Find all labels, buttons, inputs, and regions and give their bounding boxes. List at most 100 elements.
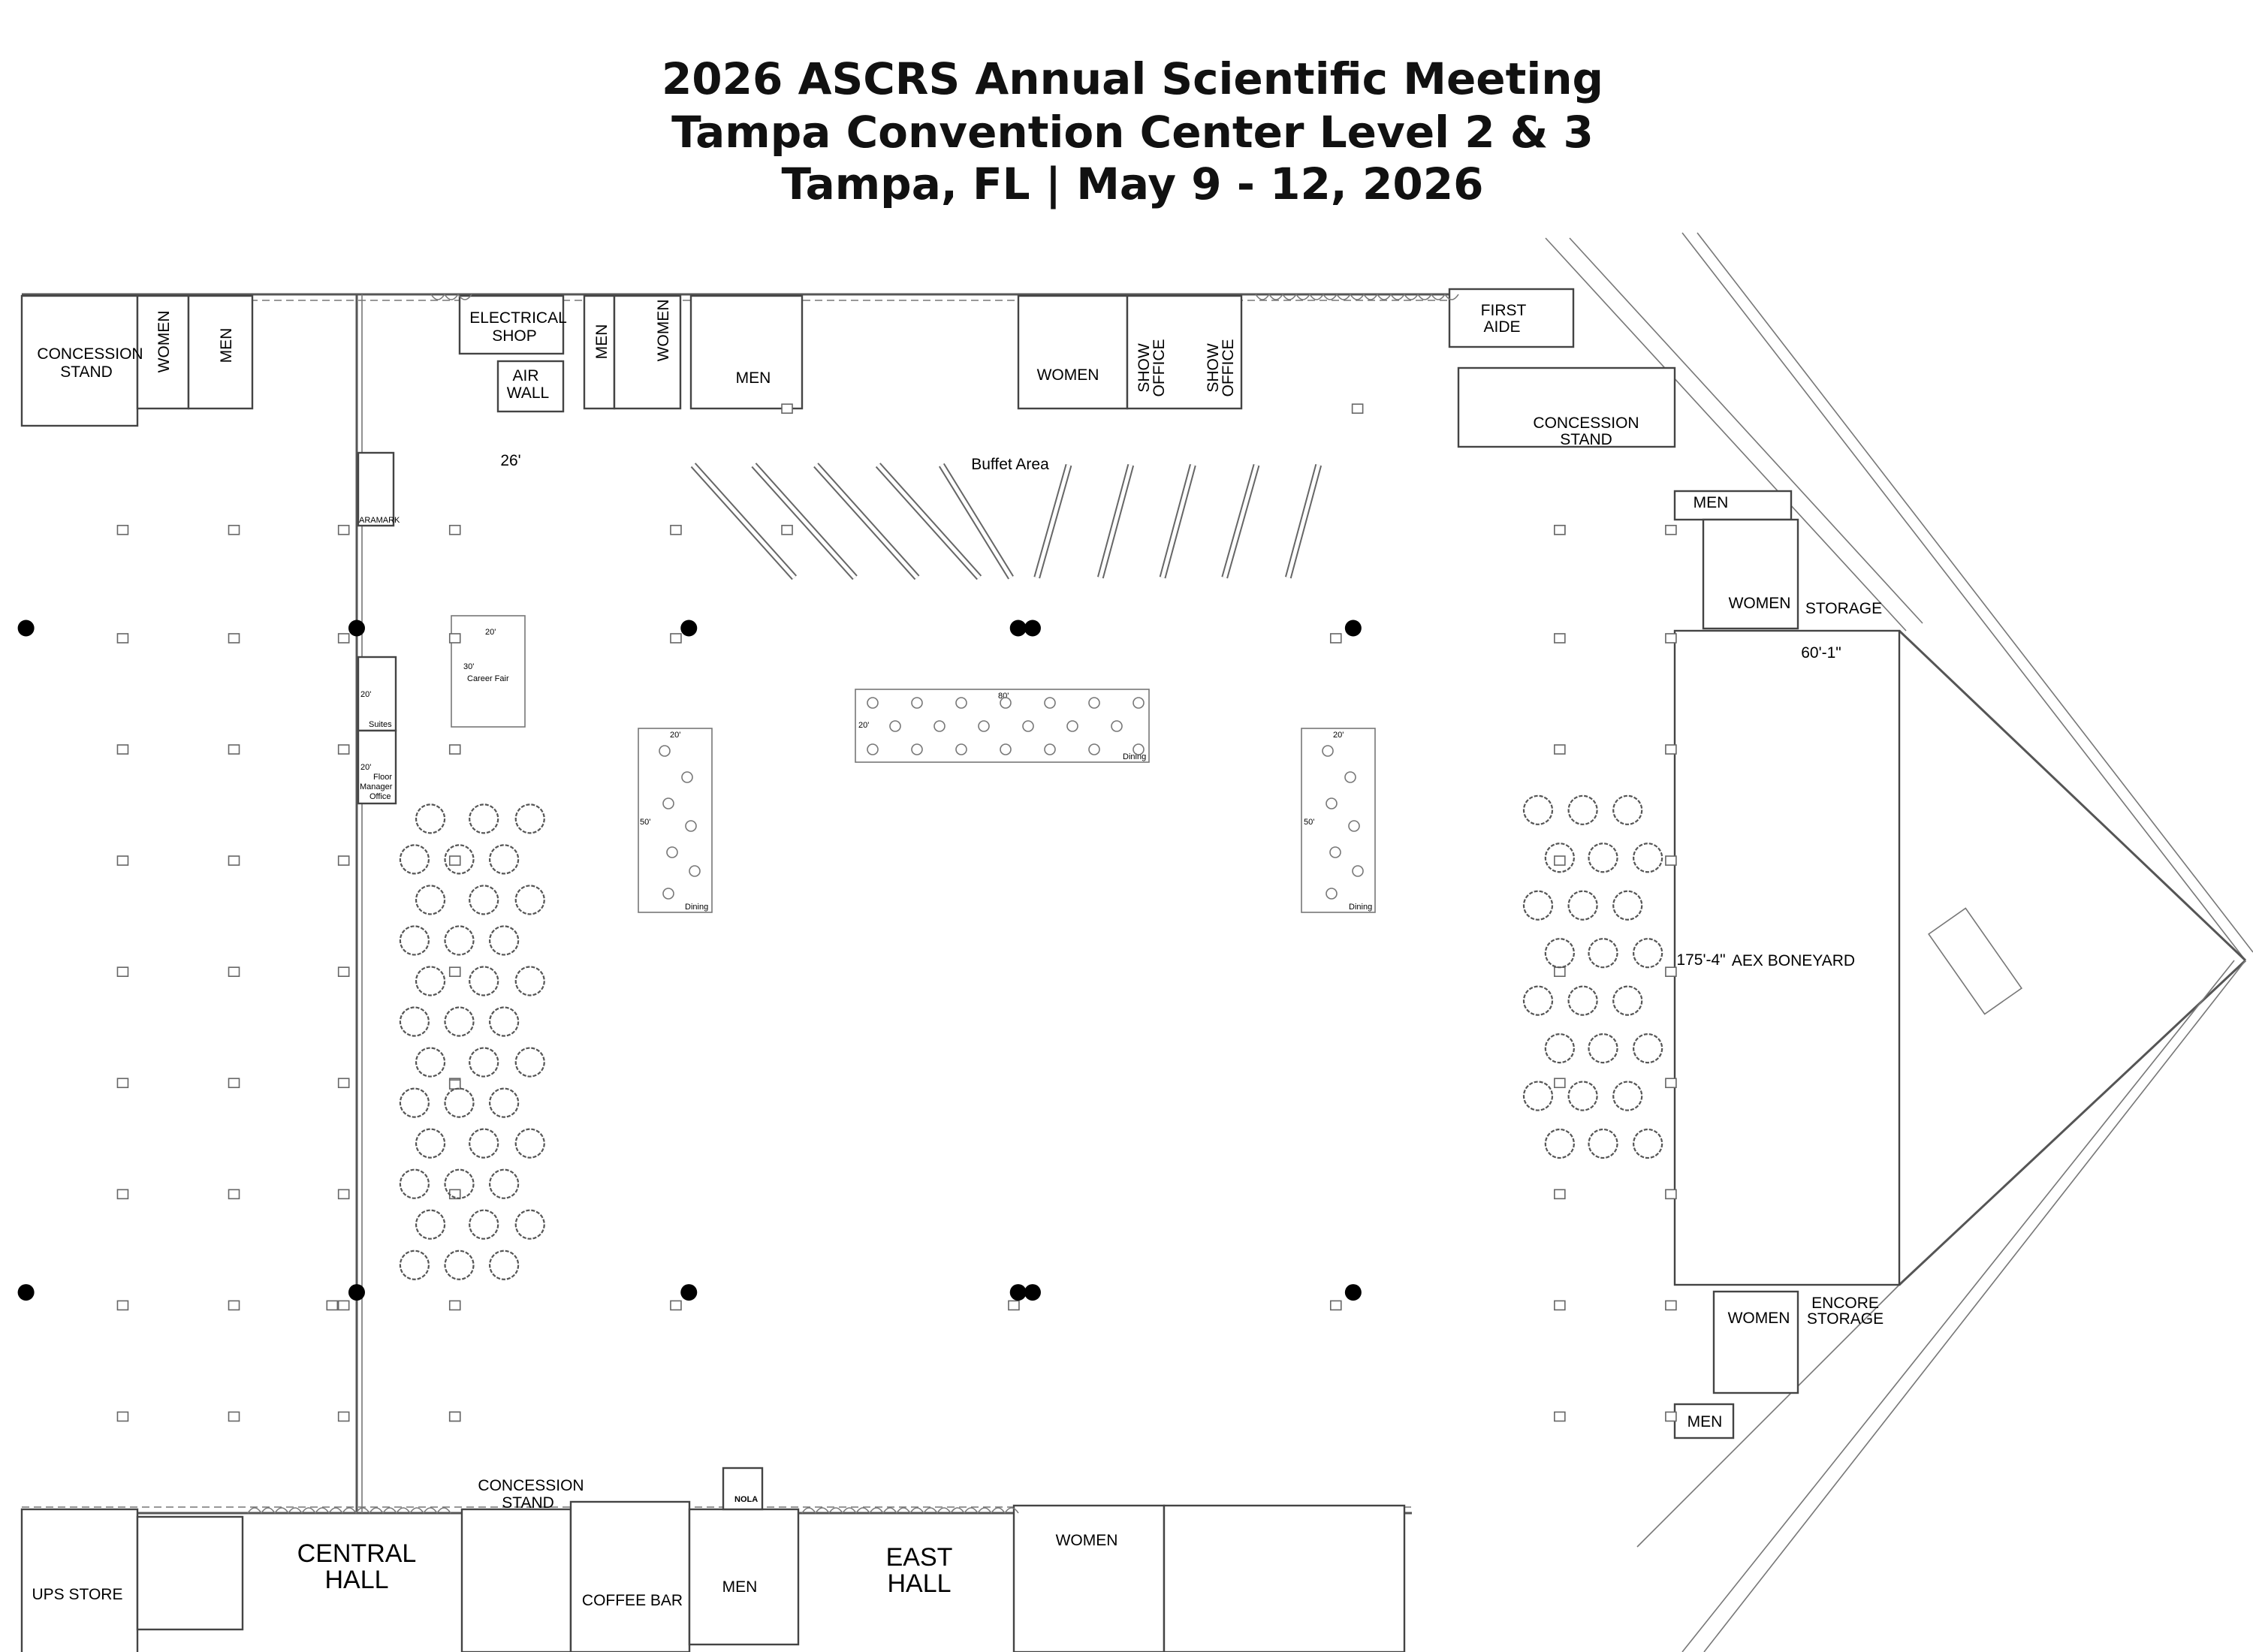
building-column <box>337 1300 350 1311</box>
window-mullion <box>301 1507 316 1514</box>
dining-table <box>689 865 701 877</box>
men-bottom-label: MEN <box>722 1578 758 1596</box>
title-line-1: 2026 ASCRS Annual Scientific Meeting <box>662 53 1603 104</box>
window-mullion <box>1295 294 1310 300</box>
dining-table <box>911 697 923 709</box>
building-column <box>116 633 129 644</box>
aex-boneyard-room <box>1673 629 1901 1286</box>
men-top-left-label: MEN <box>218 328 235 363</box>
round-table <box>415 885 446 915</box>
dining-table <box>867 697 879 709</box>
round-table <box>1567 794 1598 825</box>
dining-left-label: Dining <box>685 903 708 912</box>
building-column <box>448 1411 461 1422</box>
building-column <box>337 633 350 644</box>
structural-column <box>680 620 698 637</box>
round-table <box>1522 985 1554 1016</box>
floor-manager-office-label: Floor <box>373 773 392 782</box>
boneyard-width-dimension: 60'-1" <box>1801 644 1841 662</box>
building-column <box>448 855 461 866</box>
electrical-shop-label-2: SHOP <box>492 327 537 345</box>
round-table <box>1544 938 1575 969</box>
dining-table <box>867 743 879 755</box>
dining-table <box>1066 720 1078 732</box>
window-mullion <box>855 1507 870 1514</box>
window-mullion <box>1336 294 1351 300</box>
building-column <box>1665 744 1677 755</box>
building-column <box>1665 524 1677 535</box>
building-column <box>1329 633 1342 644</box>
window-mullion <box>382 1507 397 1514</box>
building-column <box>1665 633 1677 644</box>
floor-manager-office-area <box>357 729 397 805</box>
window-mullion <box>247 1507 262 1514</box>
women-top-label: WOMEN <box>1037 366 1099 384</box>
building-column <box>228 1300 240 1311</box>
building-column <box>116 1189 129 1200</box>
floor-manager-dimension: 20' <box>360 763 371 772</box>
building-column <box>1554 1411 1566 1422</box>
dining-table <box>889 720 901 732</box>
building-walls <box>22 232 2253 1652</box>
round-table <box>489 1087 520 1118</box>
buffet-table-inner <box>876 463 981 579</box>
coffee-bar-label: COFFEE BAR <box>582 1592 683 1609</box>
generated-marks <box>17 294 1677 1514</box>
concession-stand-top-left-label: CONCESSION <box>37 345 143 363</box>
dining-table <box>1326 797 1338 809</box>
window-mullion <box>355 1507 370 1514</box>
building-column <box>1351 403 1364 415</box>
dining-center-label: Dining <box>1123 752 1146 761</box>
building-column <box>1008 1300 1020 1311</box>
building-column <box>228 524 240 535</box>
air-wall-label-2: WALL <box>507 384 549 402</box>
window-mullion <box>964 1507 979 1514</box>
women-top-vertical-label: WOMEN <box>655 300 672 362</box>
building-column <box>337 524 350 535</box>
window-mullion <box>430 294 445 300</box>
building-column <box>228 633 240 644</box>
round-table <box>399 1006 430 1037</box>
building-column <box>228 855 240 866</box>
electrical-shop-label: ELECTRICAL <box>469 309 567 327</box>
building-column <box>337 1078 350 1089</box>
building-column <box>1554 1300 1566 1311</box>
suites-dimension: 20' <box>360 690 371 699</box>
window-mullion <box>1377 294 1392 300</box>
career-fair-label: Career Fair <box>467 674 509 683</box>
structural-column <box>1344 1284 1362 1301</box>
round-table <box>1588 938 1618 969</box>
concession-stand-bottom-label: CONCESSION <box>478 1477 584 1494</box>
building-column <box>1665 855 1677 866</box>
women-lower-right-label: WOMEN <box>1728 1310 1790 1327</box>
round-table <box>444 1087 475 1118</box>
buffet-tables <box>690 463 1323 580</box>
round-table <box>1567 890 1598 921</box>
window-mullion <box>1323 294 1338 300</box>
round-table <box>1544 1128 1575 1159</box>
building-column <box>448 1300 461 1311</box>
show-office-1-label: SHOW <box>1136 343 1153 393</box>
dining-center-length: 80' <box>998 692 1009 701</box>
dining-table <box>1348 820 1360 832</box>
dining-table <box>662 888 674 900</box>
buffet-table-inner <box>940 463 1013 579</box>
concession-stand-top-left-label-2: STAND <box>60 363 113 381</box>
window-mullion <box>842 1507 857 1514</box>
window-mullion <box>909 1507 924 1514</box>
building-column <box>448 633 461 644</box>
round-table <box>469 1209 499 1240</box>
round-table <box>489 844 520 875</box>
round-table <box>1567 985 1598 1016</box>
suites-label: Suites <box>369 720 392 729</box>
building-column <box>337 855 350 866</box>
building-column <box>448 524 461 535</box>
building-column <box>337 744 350 755</box>
round-table <box>1612 1081 1643 1111</box>
round-table <box>444 1168 475 1199</box>
dining-table <box>1000 697 1012 709</box>
window-mullion <box>1363 294 1378 300</box>
building-column <box>116 744 129 755</box>
round-table <box>1612 794 1643 825</box>
